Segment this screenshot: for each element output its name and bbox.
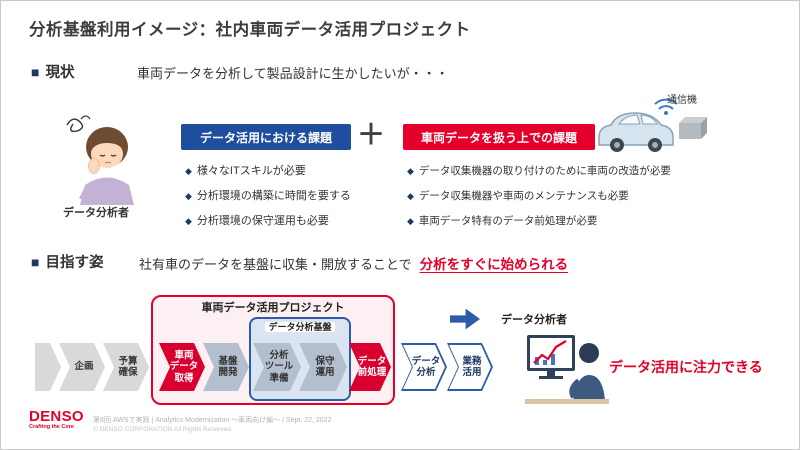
challenge-text: データ収集機器の取り付けのために車両の改造が必要 — [418, 165, 671, 177]
challenge-text: 車両データ特有のデータ前処理が必要 — [418, 215, 598, 227]
target-lead-highlight: 分析をすぐに始められる — [419, 257, 569, 272]
flow-step-label: 予算 確保 — [118, 355, 138, 378]
data-challenges-list: ◆ 様々なITスキルが必要 ◆ 分析環境の構築に時間を要する ◆ 分析環境の保守… — [185, 165, 351, 240]
diamond-bullet-icon: ◆ — [185, 166, 192, 176]
footer-event-text: 第8回 AWSで実践 | Analytics Modernization ～車両… — [93, 417, 332, 424]
wifi-icon — [654, 98, 678, 115]
analyst-at-pc-illustration — [525, 335, 609, 404]
footer-copyright: © DENSO CORPORATION All Rights Reserved. — [93, 426, 233, 433]
flow-step-label: 業務 活用 — [462, 355, 482, 378]
diamond-bullet-icon: ◆ — [407, 166, 414, 176]
data-challenges-title: データ活用における課題 — [181, 124, 351, 150]
flow-step-plan: 企画 — [59, 343, 105, 391]
section-marker-icon: ■ — [31, 253, 40, 270]
flow-step-utilize: 業務 活用 — [447, 343, 493, 391]
analyst-caption: データ分析者 — [63, 207, 129, 219]
telematics-box-icon — [679, 117, 707, 139]
worried-analyst-illustration — [66, 115, 134, 205]
flow-step-budget: 予算 確保 — [103, 343, 149, 391]
project-box-label: 車両データ活用プロジェクト — [201, 302, 345, 314]
denso-logo-word: DENSO — [29, 408, 84, 425]
flow-start-arrow — [35, 343, 61, 391]
list-item: ◆ データ収集機器や車両のメンテナンスも必要 — [407, 190, 671, 203]
list-item: ◆ 様々なITスキルが必要 — [185, 165, 351, 178]
list-item: ◆ 分析環境の構築に時間を要する — [185, 190, 351, 203]
current-heading-label: 現状 — [45, 65, 75, 81]
list-item: ◆ 分析環境の保守運用も必要 — [185, 215, 351, 228]
challenge-text: 分析環境の構築に時間を要する — [196, 190, 351, 202]
flow-step-label: 分析 ツール 準備 — [264, 349, 294, 384]
page-title: 分析基盤利用イメージ：社内車両データ活用プロジェクト — [29, 21, 471, 39]
challenge-text: 様々なITスキルが必要 — [196, 165, 306, 177]
device-caption: 通信機 — [667, 95, 697, 106]
current-section-heading: ■ 現状 — [31, 61, 74, 82]
challenge-text: 分析環境の保守運用も必要 — [196, 215, 329, 227]
result-message: データ活用に注力できる — [609, 359, 763, 375]
denso-logo: DENSO Crafting the Core — [29, 409, 84, 431]
denso-logo-tagline: Crafting the Core — [29, 424, 74, 430]
target-lead-text: 社有車のデータを基盤に収集・開放することで分析をすぐに始められる — [139, 253, 568, 273]
diamond-bullet-icon: ◆ — [407, 216, 414, 226]
car-illustration — [598, 98, 707, 152]
flow-step-label: 車両 データ 取得 — [169, 349, 199, 384]
current-lead-text: 車両データを分析して製品設計に生かしたいが・・・ — [137, 66, 449, 81]
diamond-bullet-icon: ◆ — [407, 191, 414, 201]
flow-step-acquire-data: 車両 データ 取得 — [159, 343, 205, 391]
list-item: ◆ データ収集機器の取り付けのために車両の改造が必要 — [407, 165, 671, 178]
flow-step-label: 企画 — [74, 361, 94, 373]
flow-step-label: データ 前処理 — [357, 355, 387, 378]
vehicle-challenges-title: 車両データを扱う上での課題 — [403, 124, 595, 150]
platform-box-label: データ分析基盤 — [249, 320, 351, 333]
section-marker-icon: ■ — [31, 63, 40, 80]
vehicle-challenges-list: ◆ データ収集機器の取り付けのために車両の改造が必要 ◆ データ収集機器や車両の… — [407, 165, 671, 240]
flow-step-analyze: データ 分析 — [401, 343, 447, 391]
list-item: ◆ 車両データ特有のデータ前処理が必要 — [407, 215, 671, 228]
target-heading-label: 目指す姿 — [45, 255, 104, 271]
flow-step-label: 保守 運用 — [315, 355, 335, 378]
flow-step-label: データ 分析 — [411, 355, 441, 378]
flow-step-label: 基盤 開発 — [218, 355, 238, 378]
plus-sign: ＋ — [357, 119, 386, 150]
diamond-bullet-icon: ◆ — [185, 216, 192, 226]
challenge-text: データ収集機器や車両のメンテナンスも必要 — [418, 190, 629, 202]
platform-box-label-text: データ分析基盤 — [265, 322, 335, 332]
flow-analyst-label: データ分析者 — [501, 314, 567, 326]
target-section-heading: ■ 目指す姿 — [31, 251, 103, 272]
diamond-bullet-icon: ◆ — [185, 191, 192, 201]
analyst-arrow-icon — [450, 308, 480, 330]
target-lead-normal: 社有車のデータを基盤に収集・開放することで — [139, 257, 412, 272]
